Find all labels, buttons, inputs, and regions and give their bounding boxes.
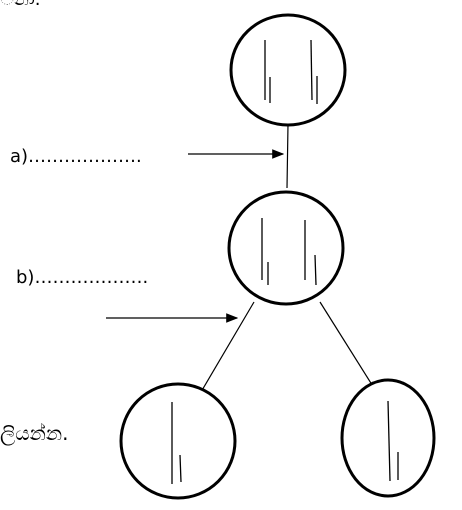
daughter-cell-right	[340, 378, 436, 498]
chromosomes	[261, 218, 317, 286]
top-to-middle-link	[286, 123, 289, 189]
label-a: a)……………….	[10, 146, 142, 167]
instruction-text: ලියන්න.	[0, 421, 69, 445]
parent-cell-middle	[227, 190, 345, 306]
parent-cell-top	[229, 13, 347, 127]
chromosomes	[264, 39, 318, 104]
page-text-top-fragment: ීනා.	[0, 0, 41, 10]
middle-to-left-link	[200, 301, 255, 393]
daughter-cell-left	[119, 382, 237, 500]
chromosomes	[387, 400, 399, 482]
chromosomes	[171, 402, 182, 484]
label-b: b)……………….	[16, 267, 149, 288]
middle-to-right-link	[319, 301, 375, 389]
